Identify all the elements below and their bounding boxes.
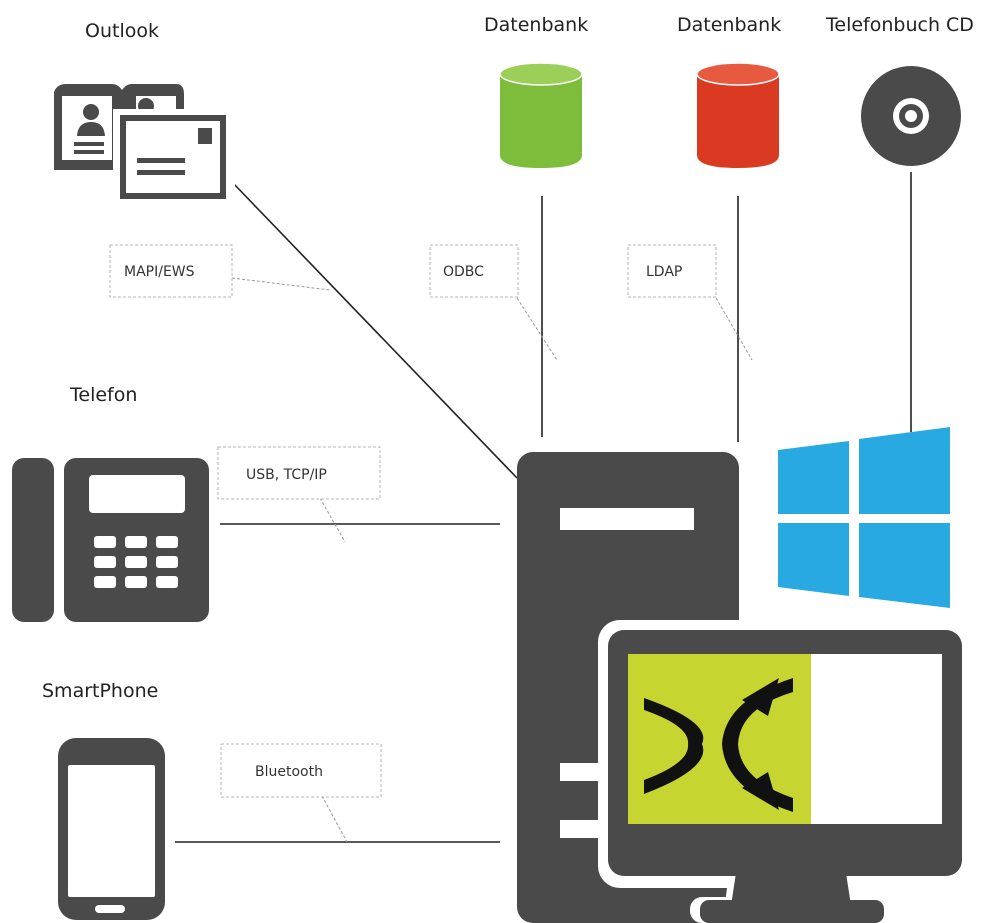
tag-ldap-label: LDAP bbox=[646, 264, 682, 280]
leader-bluetooth bbox=[321, 795, 348, 843]
app-logo-icon bbox=[644, 678, 793, 812]
leader-mapi bbox=[231, 277, 331, 291]
db-red-label: Datenbank bbox=[677, 14, 781, 36]
database-icon bbox=[499, 62, 583, 168]
tag-ldap: LDAP bbox=[627, 244, 717, 298]
monitor-icon bbox=[598, 620, 972, 923]
database-icon bbox=[696, 62, 780, 168]
leader-ldap bbox=[715, 297, 753, 361]
smartphone-label: SmartPhone bbox=[42, 680, 158, 702]
db-green-label: Datenbank bbox=[484, 14, 588, 36]
tag-odbc: ODBC bbox=[429, 244, 519, 298]
tag-bluetooth-label: Bluetooth bbox=[255, 764, 323, 780]
contacts-envelope-icon bbox=[54, 84, 235, 203]
tag-usb-label: USB, TCP/IP bbox=[246, 467, 327, 483]
desk-phone-icon bbox=[12, 458, 209, 622]
telefon-label: Telefon bbox=[69, 384, 137, 406]
tag-usb-tcpip: USB, TCP/IP bbox=[217, 446, 381, 500]
windows-logo-icon bbox=[778, 427, 950, 608]
tag-bluetooth: Bluetooth bbox=[220, 743, 382, 798]
leader-usb bbox=[319, 497, 346, 543]
cd-label: Telefonbuch CD bbox=[825, 14, 974, 36]
tag-mapi-label: MAPI/EWS bbox=[124, 264, 195, 280]
connector-outlook-pc bbox=[231, 181, 518, 479]
smartphone-icon bbox=[58, 738, 165, 920]
leader-odbc bbox=[516, 297, 558, 361]
tag-mapi-ews: MAPI/EWS bbox=[109, 244, 233, 298]
cd-icon bbox=[861, 66, 961, 166]
outlook-label: Outlook bbox=[85, 20, 159, 42]
tag-odbc-label: ODBC bbox=[443, 264, 484, 280]
